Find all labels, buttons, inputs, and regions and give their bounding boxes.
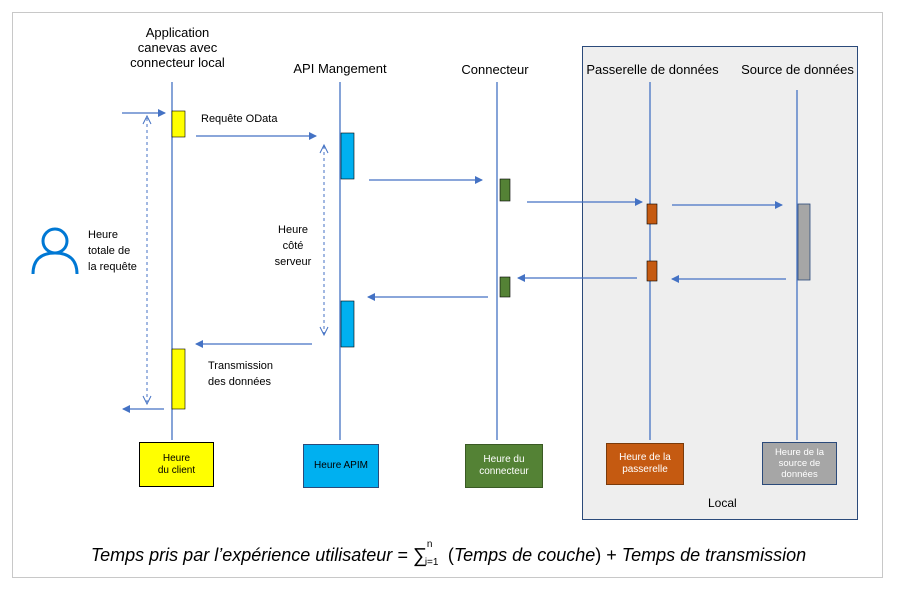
lane-title-apim: API Mangement (293, 61, 387, 76)
activation-connector-response (499, 276, 511, 298)
diagram-frame (12, 12, 883, 578)
formula-layer-time: Temps de couche (453, 545, 596, 565)
lane-title-datasource: Source de données (741, 62, 854, 77)
timing-box-connector: Heure du connecteur (465, 444, 543, 488)
activation-gateway-response (646, 260, 658, 282)
timing-box-connector-label: Heure du connecteur (479, 454, 529, 477)
label-server-time: Heure côté serveur (274, 224, 312, 268)
lane-title-application: Application canevas avec connecteur loca… (130, 25, 225, 70)
formula-left: Temps pris par l’expérience utilisateur … (90, 545, 413, 565)
local-zone (582, 46, 858, 520)
label-total-request-time: Heure totale de la requête (88, 229, 137, 273)
sum-symbol: ∑n i=1 (412, 539, 443, 569)
activation-gateway-request (646, 203, 658, 225)
lane-title-connector: Connecteur (461, 62, 529, 77)
timing-box-client-label: Heure du client (157, 452, 196, 476)
timing-box-apim-label: Heure APIM (314, 460, 368, 471)
sum-upper: n (426, 539, 433, 551)
user-icon (31, 227, 79, 275)
timing-box-gateway-label: Heure de la passerelle (619, 452, 671, 475)
label-request-odata: Requête OData (201, 113, 278, 125)
activation-client-response (171, 348, 186, 410)
activation-apim-request (340, 132, 355, 180)
sum-lower: i=1 (424, 557, 439, 569)
timing-box-client: Heure du client (139, 442, 214, 487)
timing-box-datasource-label: Heure de la source de données (774, 447, 825, 480)
activation-connector-request (499, 178, 511, 202)
sigma-glyph: ∑ (412, 545, 428, 568)
timing-box-gateway: Heure de la passerelle (606, 443, 684, 485)
timing-box-datasource: Heure de la source de données (762, 442, 837, 485)
activation-client-request (171, 110, 186, 138)
timing-box-apim: Heure APIM (303, 444, 379, 488)
lane-title-gateway: Passerelle de données (586, 62, 719, 77)
activation-apim-response (340, 300, 355, 348)
activation-datasource (797, 203, 811, 281)
formula-close-plus: ) + (595, 545, 622, 565)
formula-right: Temps de transmission (621, 545, 807, 565)
formula-open-paren: ( (442, 545, 454, 565)
formula: Temps pris par l’expérience utilisateur … (0, 539, 897, 570)
label-data-transmission: Transmission des données (208, 360, 273, 388)
label-local: Local (708, 496, 737, 510)
